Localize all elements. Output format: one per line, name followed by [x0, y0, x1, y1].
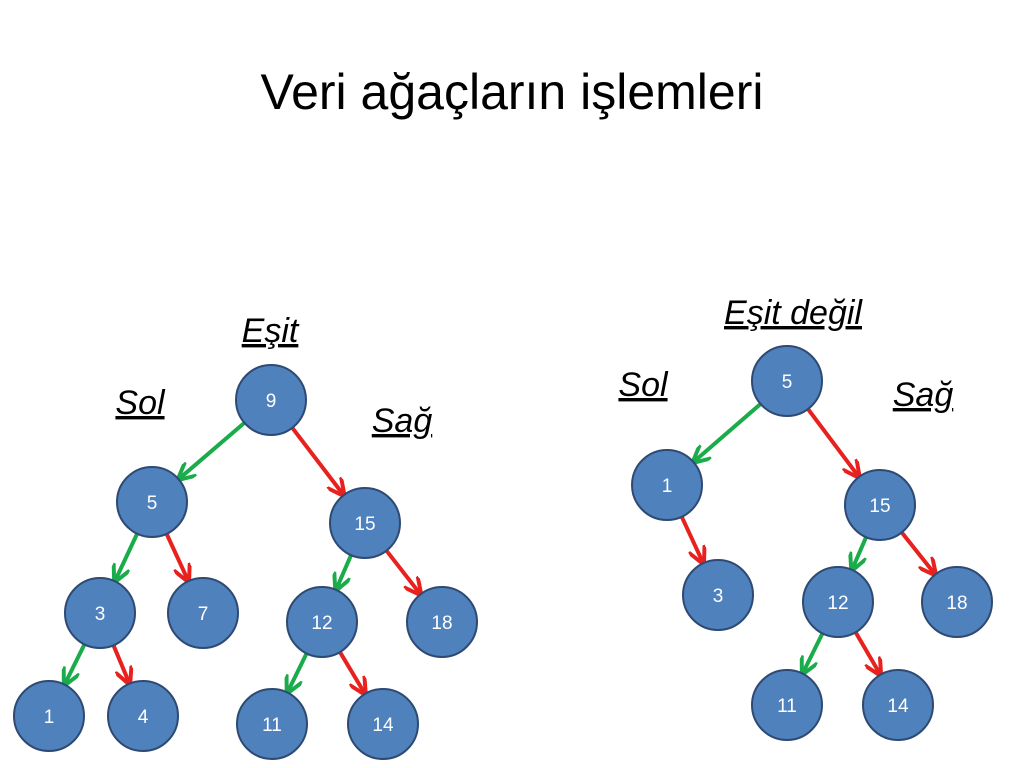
- tree1-heading: Eşit: [242, 312, 300, 350]
- tree2-left-label: Sol: [618, 366, 669, 404]
- tree2-node-1: 1: [631, 449, 703, 521]
- tree2-node-label-3: 3: [713, 586, 724, 607]
- tree1-node-11: 11: [236, 688, 308, 760]
- tree1-node-18: 18: [406, 586, 478, 658]
- tree2-node-circle-1: [631, 449, 703, 521]
- tree2-edge-left-5: [803, 630, 826, 672]
- tree2-node-circle-5: [751, 345, 823, 417]
- tree1-node-label-18: 18: [431, 613, 452, 634]
- tree2-node-label-18: 18: [946, 593, 967, 614]
- tree1-node-label-14: 14: [372, 715, 394, 736]
- tree2-right-label: Sağ: [893, 376, 954, 414]
- tree2-edge-right-6: [852, 629, 880, 674]
- tree1-node-5: 5: [116, 466, 188, 538]
- tree1-edge-left-0: [180, 419, 248, 477]
- tree1-node-circle-12: [286, 586, 358, 658]
- tree2-node-11: 11: [751, 669, 823, 741]
- tree2-node-label-5: 5: [782, 372, 793, 393]
- tree1-node-circle-18: [406, 586, 478, 658]
- tree1-node-12: 12: [286, 586, 358, 658]
- tree1-node-circle-14: [347, 688, 419, 760]
- tree1-node-14: 14: [347, 688, 419, 760]
- tree2-node-circle-11: [751, 669, 823, 741]
- tree2-node-14: 14: [862, 669, 934, 741]
- tree2-edge-right-4: [898, 529, 934, 573]
- tree1-node-label-1: 1: [44, 707, 55, 728]
- tree2-node-label-11: 11: [777, 696, 797, 717]
- tree2-node-5: 5: [751, 345, 823, 417]
- tree1-left-label: Sol: [115, 384, 166, 422]
- tree2-node-circle-15: [844, 469, 916, 541]
- tree1-node-3: 3: [64, 577, 136, 649]
- tree1-node-circle-11: [236, 688, 308, 760]
- tree2-node-circle-12: [802, 566, 874, 638]
- tree1-node-15: 15: [329, 487, 401, 559]
- tree2-node-label-14: 14: [887, 696, 909, 717]
- tree1-node-label-15: 15: [354, 514, 375, 535]
- tree2-node-3: 3: [682, 559, 754, 631]
- tree1-node-9: 9: [235, 364, 307, 436]
- tree1-node-circle-9: [235, 364, 307, 436]
- tree1-node-circle-1: [13, 680, 85, 752]
- tree1-node-label-4: 4: [138, 707, 149, 728]
- tree2-edge-right-1: [805, 406, 858, 475]
- tree1-node-label-12: 12: [311, 613, 332, 634]
- tree1-node-label-7: 7: [198, 604, 209, 625]
- tree1-edge-right-1: [289, 425, 342, 493]
- tree-edges: [65, 401, 934, 693]
- slide-title: Veri ağaçların işlemleri: [260, 64, 764, 120]
- tree1-node-circle-15: [329, 487, 401, 559]
- tree1-edge-right-3: [163, 531, 188, 579]
- tree2-node-label-15: 15: [869, 496, 890, 517]
- tree2-node-12: 12: [802, 566, 874, 638]
- tree1-edge-left-8: [288, 650, 310, 691]
- tree2-edge-right-2: [679, 514, 703, 561]
- tree1-edge-left-6: [65, 641, 88, 683]
- tree2-node-circle-14: [862, 669, 934, 741]
- tree2-heading: Eşit değil: [724, 294, 863, 332]
- tree2-node-label-1: 1: [662, 476, 673, 497]
- tree1-edge-right-7: [110, 642, 129, 681]
- tree2-node-18: 18: [921, 566, 993, 638]
- tree2-node-label-12: 12: [827, 593, 848, 614]
- tree1-right-label: Sağ: [372, 402, 433, 440]
- tree1-edge-left-4: [337, 552, 354, 588]
- tree2-edge-left-3: [853, 534, 869, 568]
- tree1-edge-left-2: [116, 531, 140, 580]
- tree1-node-4: 4: [107, 680, 179, 752]
- tree1-node-7: 7: [167, 577, 239, 649]
- tree1-node-label-3: 3: [95, 604, 106, 625]
- tree1-edge-right-9: [337, 649, 364, 692]
- tree1-node-label-5: 5: [147, 493, 158, 514]
- tree2-edge-left-0: [695, 401, 764, 461]
- tree1-node-circle-4: [107, 680, 179, 752]
- tree1-node-circle-5: [116, 466, 188, 538]
- tree2-node-15: 15: [844, 469, 916, 541]
- tree2-node-circle-3: [682, 559, 754, 631]
- tree1-node-circle-3: [64, 577, 136, 649]
- tree2-node-circle-18: [921, 566, 993, 638]
- tree1-node-circle-7: [167, 577, 239, 649]
- tree1-node-1: 1: [13, 680, 85, 752]
- tree1-node-label-11: 11: [262, 715, 282, 736]
- tree1-node-label-9: 9: [266, 391, 277, 412]
- tree1-edge-right-5: [383, 547, 419, 593]
